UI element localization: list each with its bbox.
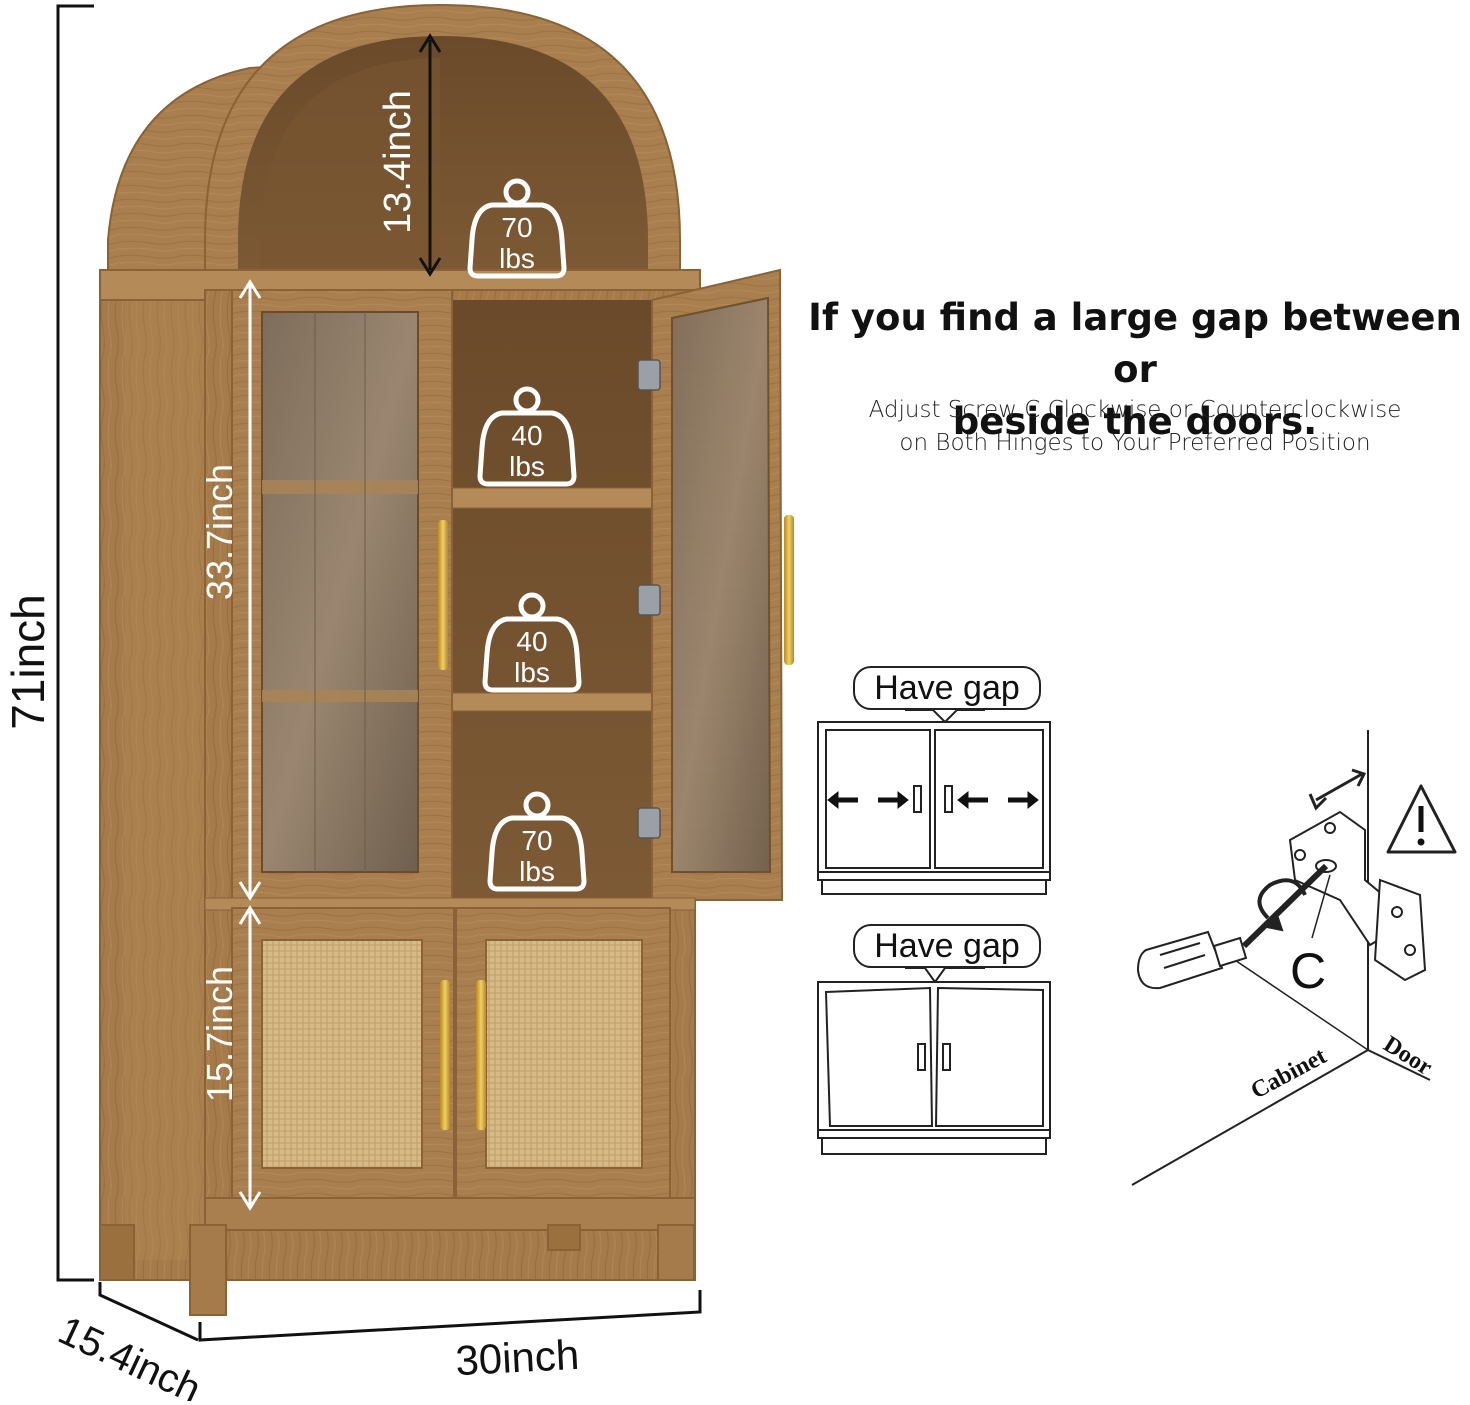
instruction-subtext: Adjust Screw C Clockwise or Counterclock… (790, 394, 1470, 460)
gap-arrows (827, 790, 1039, 810)
weight-top-value: 70 (501, 212, 532, 243)
left-lower-handle (440, 980, 450, 1130)
weight-shelf1-value: 40 (511, 420, 542, 451)
weight-shelf1-unit: lbs (509, 451, 545, 482)
instruction-headline: If you find a large gap between or besid… (790, 292, 1470, 448)
headline-line-2: beside the doors. (952, 400, 1318, 443)
leg-back-right (547, 1224, 581, 1251)
leg-back-left (99, 1224, 135, 1281)
arch-height-label: 13.4inch (377, 90, 419, 234)
weight-shelf2-value: 40 (516, 626, 547, 657)
leg-front-right (657, 1224, 695, 1281)
width-label: 30inch (454, 1331, 580, 1384)
weight-shelf2-unit: lbs (514, 657, 550, 688)
headline-line-1: If you find a large gap between or (808, 296, 1462, 391)
right-upper-handle (784, 515, 794, 665)
base-rail (204, 1197, 696, 1231)
weight-icon-shelf3 (487, 791, 587, 892)
weight-top-unit: lbs (499, 243, 535, 274)
depth-label: 15.4inch (52, 1308, 208, 1401)
hinge-diagram (1131, 730, 1431, 1186)
left-upper-handle (438, 520, 448, 670)
lower-height-label: 15.7inch (199, 966, 240, 1102)
weight-icon-shelf2 (482, 592, 582, 693)
gap-label-horizontal: Have gap (853, 666, 1041, 710)
weight-shelf3-value: 70 (521, 825, 552, 856)
subtext-line-1: Adjust Screw C Clockwise or Counterclock… (868, 397, 1402, 423)
height-label: 71inch (2, 594, 54, 730)
weight-shelf3-unit: lbs (519, 856, 555, 887)
gap-diagram-vertical (817, 967, 1051, 1155)
gap-diagram-horizontal (817, 709, 1051, 895)
open-interior (452, 300, 652, 900)
weight-icon-shelf1 (477, 386, 577, 487)
screw-c-label: C (1290, 943, 1326, 999)
dimension-lines (56, 4, 702, 1342)
right-rattan-panel (485, 939, 643, 1169)
left-glass-pane (261, 311, 419, 873)
leg-front-left (189, 1224, 227, 1316)
gap-label-vertical: Have gap (853, 924, 1041, 968)
warning-triangle-icon (1386, 784, 1457, 854)
weight-icon-top (467, 178, 567, 279)
upper-height-label: 33.7inch (199, 464, 240, 600)
right-lower-handle (476, 980, 486, 1130)
left-rattan-panel (261, 939, 423, 1169)
subtext-line-2: on Both Hinges to Your Preferred Positio… (899, 430, 1371, 456)
hinges (637, 359, 661, 839)
door-label: Door (1379, 1031, 1437, 1081)
